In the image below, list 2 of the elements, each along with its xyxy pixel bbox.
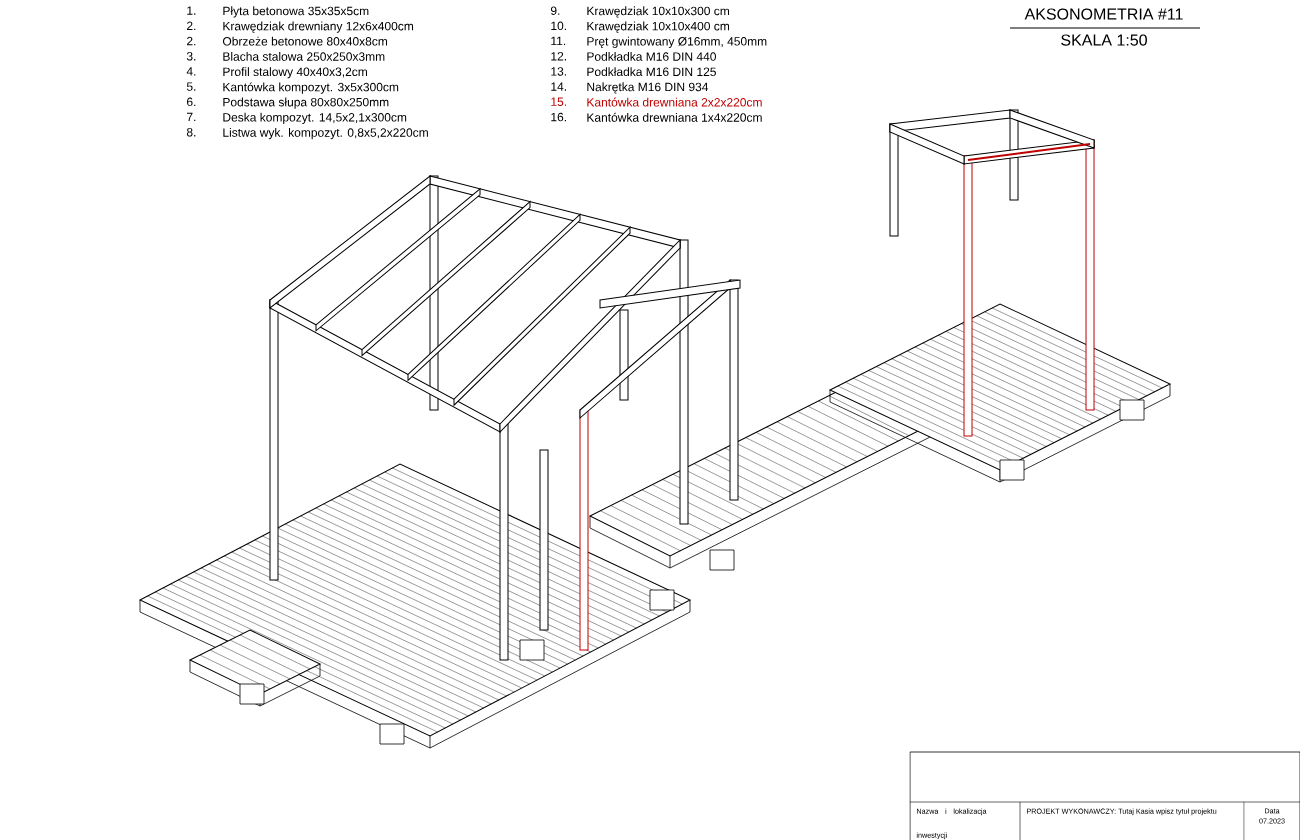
scale-label: SKALA 1:50 [1061,34,1147,46]
drawing-title: AKSONOMETRIA #11 [1024,8,1183,20]
